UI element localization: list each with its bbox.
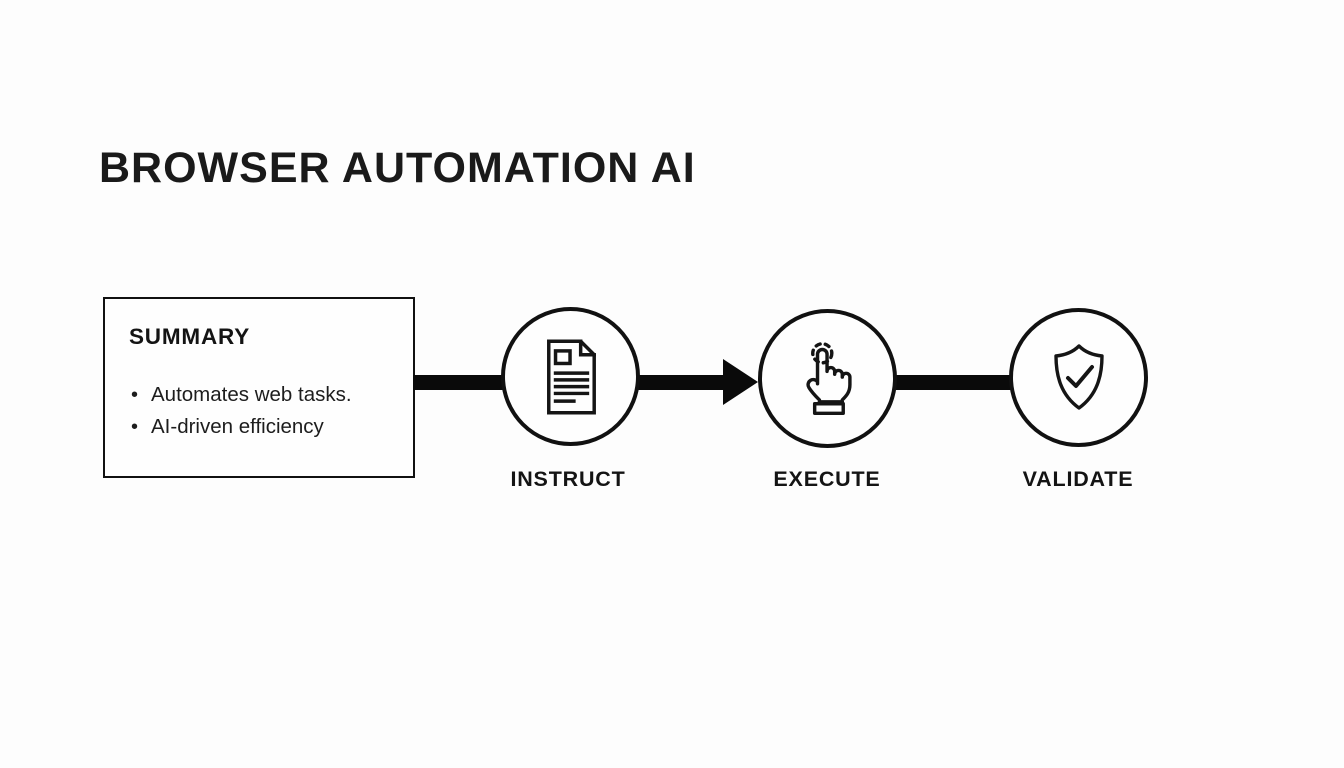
summary-heading: SUMMARY (129, 324, 251, 349)
step-label-instruct: INSTRUCT (510, 467, 626, 491)
step-label-validate: VALIDATE (1022, 467, 1134, 491)
document-icon (542, 338, 600, 416)
summary-bullet: AI-driven efficiency (129, 411, 389, 443)
page-title: BROWSER AUTOMATION AI (99, 144, 696, 192)
step-circle-instruct (501, 307, 640, 446)
connector-line (894, 375, 1011, 390)
step-circle-validate (1009, 308, 1148, 447)
flow-arrow-shaft (637, 375, 725, 390)
step-label-execute: EXECUTE (773, 467, 881, 491)
summary-bullet-list: Automates web tasks. AI-driven efficienc… (129, 379, 389, 443)
summary-bullet: Automates web tasks. (129, 379, 389, 411)
tap-click-icon (788, 339, 868, 419)
connector-line (413, 375, 504, 390)
step-circle-execute (758, 309, 897, 448)
summary-box: SUMMARY Automates web tasks. AI-driven e… (103, 297, 415, 478)
shield-check-icon (1047, 342, 1111, 414)
arrow-right-icon (723, 359, 758, 405)
